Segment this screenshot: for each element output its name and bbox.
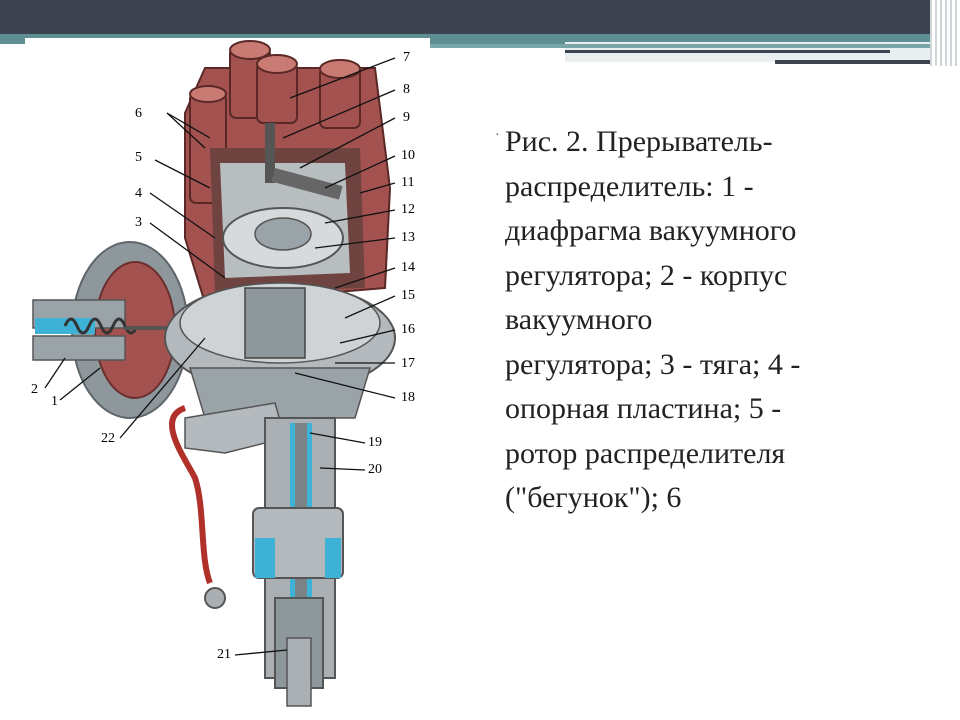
label-16: 16 bbox=[401, 322, 415, 337]
label-8: 8 bbox=[403, 82, 410, 97]
label-9: 9 bbox=[403, 110, 410, 125]
slide-deco-line bbox=[565, 50, 890, 53]
bullet-marker: · bbox=[495, 128, 500, 143]
vacuum-regulator bbox=[32, 241, 200, 419]
label-15: 15 bbox=[401, 288, 415, 303]
distributor-shaft bbox=[252, 417, 344, 707]
label-11: 11 bbox=[401, 175, 415, 190]
label-3: 3 bbox=[135, 215, 142, 230]
label-21: 21 bbox=[217, 647, 231, 662]
label-7: 7 bbox=[403, 50, 410, 65]
label-14: 14 bbox=[401, 260, 415, 275]
figure-caption: · Рис. 2. Прерыватель-распределитель: 1 … bbox=[495, 120, 805, 521]
label-20: 20 bbox=[368, 462, 382, 477]
label-4: 4 bbox=[135, 186, 142, 201]
slide-header-bar bbox=[0, 0, 960, 34]
rotor-and-plate bbox=[222, 123, 344, 269]
leader-lines bbox=[44, 57, 396, 656]
slide-header-accent bbox=[0, 34, 960, 44]
label-18: 18 bbox=[401, 390, 415, 405]
label-12: 12 bbox=[401, 202, 415, 217]
ground-wire bbox=[169, 405, 226, 609]
label-2: 2 bbox=[31, 382, 38, 397]
label-22: 22 bbox=[101, 431, 115, 446]
slide-deco-line bbox=[775, 60, 940, 64]
label-6: 6 bbox=[135, 106, 142, 121]
distributor-housing bbox=[164, 282, 396, 454]
label-5: 5 bbox=[135, 150, 142, 165]
distributor-diagram: 6 5 4 3 7 8 9 10 11 12 13 14 15 16 17 18… bbox=[25, 38, 430, 710]
label-13: 13 bbox=[401, 230, 415, 245]
slide-header-accent-2 bbox=[430, 44, 930, 48]
label-1: 1 bbox=[51, 394, 58, 409]
caption-text: Рис. 2. Прерыватель-распределитель: 1 - … bbox=[505, 125, 801, 514]
distributor-illustration bbox=[25, 38, 430, 710]
slide-corner-pattern bbox=[930, 0, 960, 66]
label-10: 10 bbox=[401, 148, 415, 163]
label-17: 17 bbox=[401, 356, 415, 371]
label-19: 19 bbox=[368, 435, 382, 450]
